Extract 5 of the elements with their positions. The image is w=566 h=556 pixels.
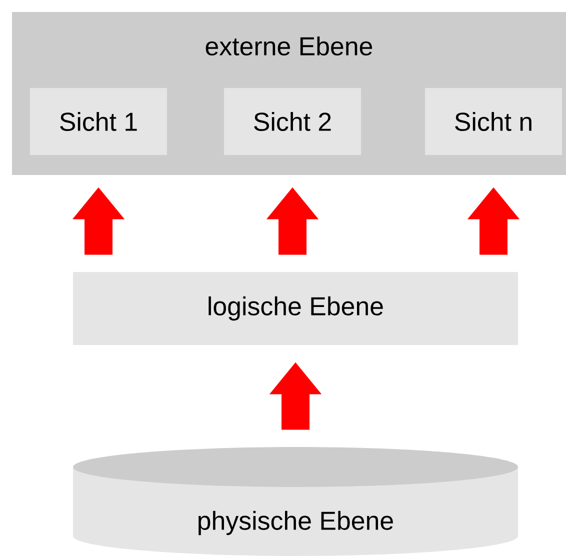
- database-cylinder: physische Ebene: [73, 447, 518, 556]
- layer-box: logische Ebene: [73, 272, 518, 345]
- layer-box: Sicht 2: [224, 88, 361, 155]
- layer-box: Sicht 1: [30, 88, 167, 155]
- layer-box: Sicht n: [425, 88, 562, 155]
